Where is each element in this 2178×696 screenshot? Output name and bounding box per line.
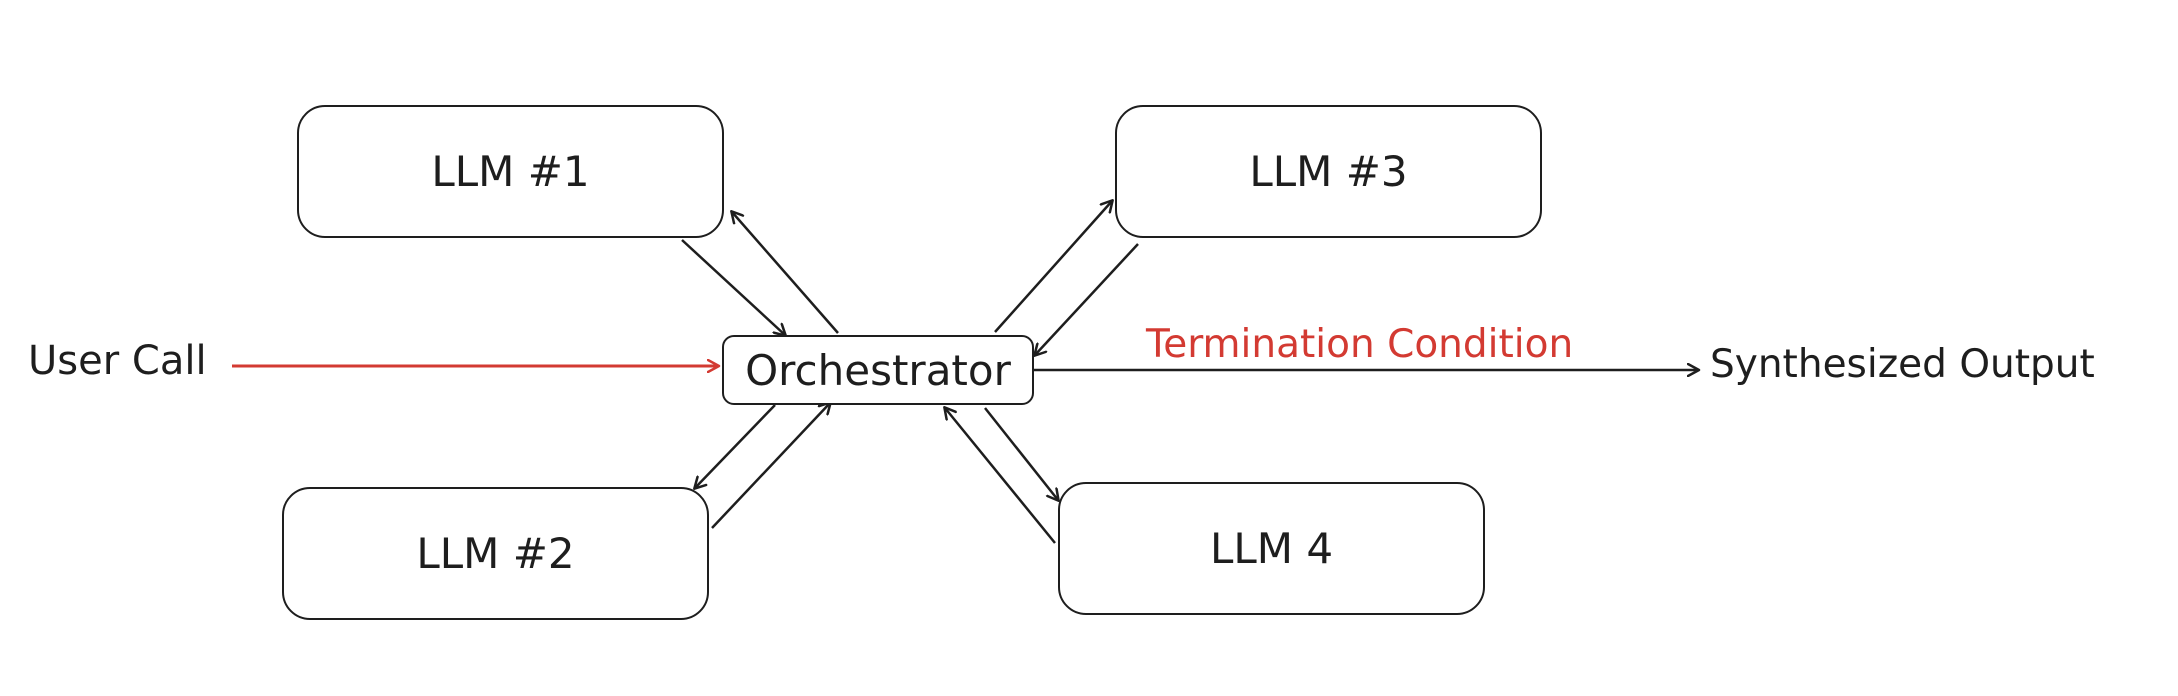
arrow-orchestrator-to-llm1 — [732, 212, 839, 334]
arrow-llm1-to-orchestrator — [681, 239, 785, 335]
arrow-orchestrator-to-llm2 — [695, 404, 776, 488]
llm-4-label: LLM 4 — [1209, 524, 1334, 573]
termination-condition-label: Termination Condition — [1146, 322, 1574, 367]
arrow-orchestrator-to-llm3 — [994, 201, 1112, 333]
llm-1-node[interactable]: LLM #1 — [297, 105, 724, 238]
llm-1-label: LLM #1 — [431, 147, 590, 196]
llm-2-node[interactable]: LLM #2 — [282, 487, 709, 620]
arrow-llm3-to-orchestrator — [1035, 243, 1139, 355]
orchestrator-label: Orchestrator — [745, 345, 1011, 395]
arrow-orchestrator-to-llm4 — [984, 407, 1058, 500]
llm-4-node[interactable]: LLM 4 — [1058, 482, 1485, 615]
llm-2-label: LLM #2 — [416, 529, 575, 578]
llm-3-label: LLM #3 — [1249, 147, 1408, 196]
arrow-llm4-to-orchestrator — [945, 408, 1056, 544]
arrow-llm2-to-orchestrator — [711, 403, 830, 529]
orchestrator-node[interactable]: Orchestrator — [722, 335, 1034, 405]
llm-3-node[interactable]: LLM #3 — [1115, 105, 1542, 238]
user-call-label: User Call — [28, 338, 207, 384]
synthesized-output-label: Synthesized Output — [1710, 342, 2095, 387]
